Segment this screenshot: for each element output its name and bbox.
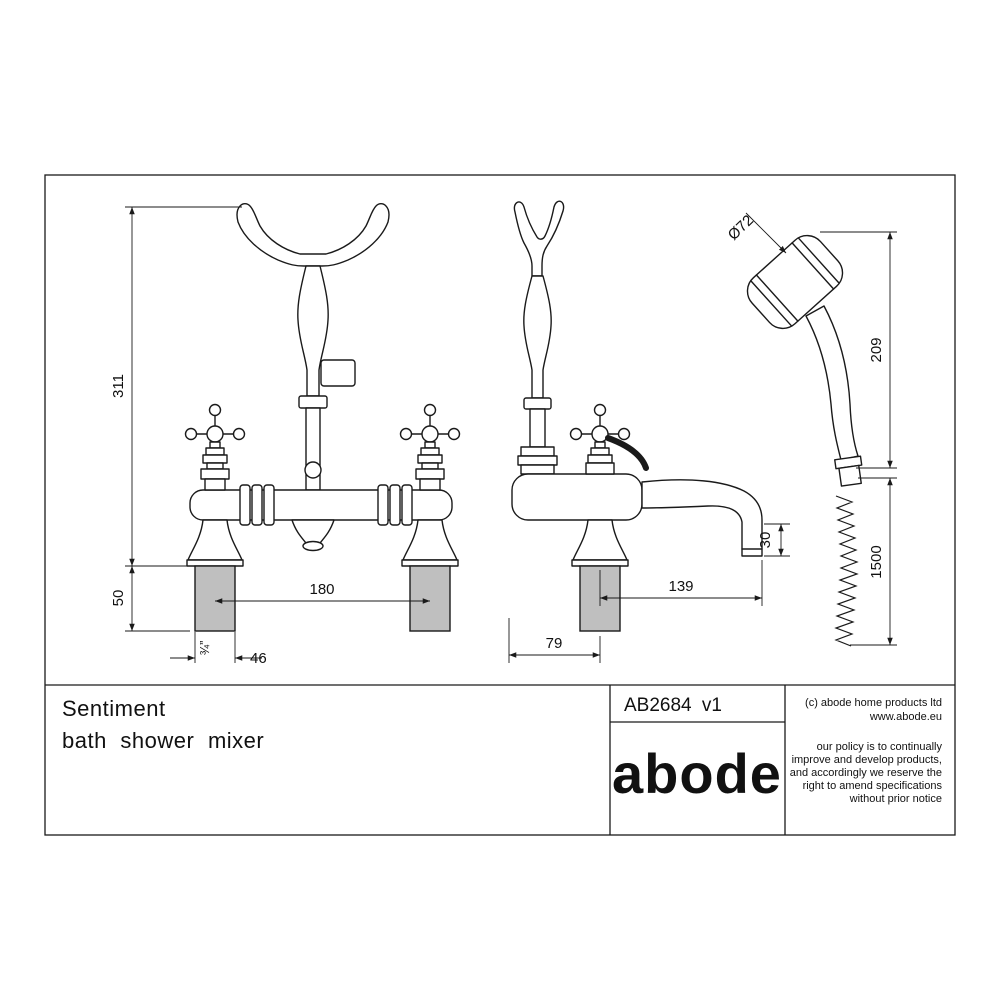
side-valve: [569, 403, 631, 475]
policy-line-1: our policy is to continually: [817, 741, 943, 753]
front-valve-right: [399, 403, 461, 491]
front-leg-left: [186, 519, 244, 632]
shower-head: [746, 234, 844, 330]
policy-line-3: and accordingly we reserve the: [790, 767, 942, 779]
front-spout: [291, 519, 335, 544]
side-lever: [605, 435, 649, 471]
front-body: [189, 489, 453, 521]
dim-head-diameter: Ø72: [725, 212, 757, 244]
dim-thread-size: ¾”: [198, 641, 212, 656]
front-view: [184, 203, 461, 632]
handset-handle: [805, 305, 859, 461]
dim-leg-width: 46: [250, 650, 267, 667]
title-block: Sentiment bath shower mixer AB2684 v1 ab…: [62, 695, 942, 805]
dim-handset-length: 209: [868, 337, 885, 362]
side-cradle: [513, 200, 565, 277]
hose-coil: [834, 495, 859, 647]
dim-leg-height: 50: [110, 590, 127, 607]
policy-line-5: without prior notice: [849, 793, 942, 805]
side-riser: [523, 275, 552, 399]
front-leg-right: [401, 519, 459, 632]
dim-tap-centres: 180: [309, 581, 334, 598]
dimension-1500: 1500: [850, 477, 897, 646]
hose-connector: [834, 455, 863, 487]
product-code: AB2684 v1: [624, 695, 722, 716]
dim-spout-reach: 139: [668, 578, 693, 595]
dim-hose-length: 1500: [868, 545, 885, 578]
front-diverter-knob: [320, 359, 356, 387]
dimension-139: 139: [599, 560, 763, 606]
dimension-50: 50: [110, 566, 190, 632]
product-description: bath shower mixer: [62, 728, 264, 753]
side-body: [511, 473, 643, 521]
dim-spout-drop: 30: [757, 532, 774, 549]
dim-body-depth: 79: [546, 635, 563, 652]
drawing-border: [44, 174, 956, 836]
side-spout: [641, 479, 763, 557]
policy-line-2: improve and develop products,: [792, 754, 942, 766]
front-cradle: [236, 203, 390, 267]
dimension-311: 311: [110, 206, 242, 567]
side-view: [511, 200, 763, 632]
dimension-79: 79: [508, 618, 601, 663]
dimension-209: 209: [820, 231, 897, 469]
website-line: www.abode.eu: [869, 711, 942, 723]
handset-view: [746, 234, 863, 647]
dimension-30: 30: [757, 523, 790, 557]
product-name: Sentiment: [62, 696, 166, 721]
front-valve-left: [184, 403, 246, 491]
dimension-46: 46: [170, 632, 267, 667]
dimension-head-diameter: Ø72: [725, 212, 787, 254]
policy-line-4: right to amend specifications: [803, 780, 943, 792]
dim-overall-height: 311: [110, 374, 127, 398]
brand-logo: abode: [612, 742, 782, 805]
dimension-180: 180: [215, 581, 430, 604]
copyright-line: (c) abode home products ltd: [805, 697, 942, 709]
